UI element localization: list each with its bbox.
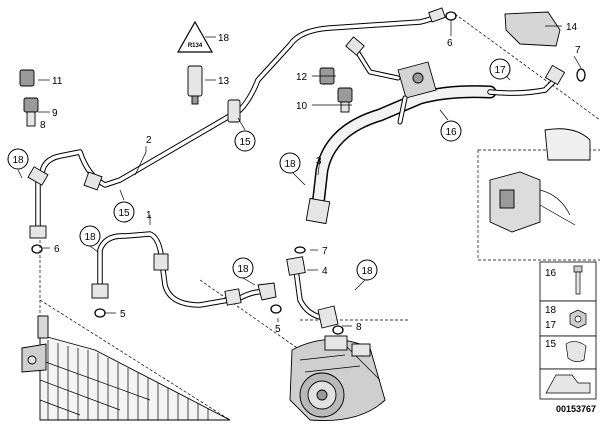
callout-12: 12 (296, 72, 308, 83)
legend-label-15: 15 (545, 339, 557, 350)
circled-callout-17: 17 (489, 58, 511, 80)
legend-label-18: 18 (545, 305, 557, 316)
callout-13: 13 (218, 76, 230, 87)
callout-3: 3 (316, 156, 322, 167)
clip-icon (565, 341, 587, 362)
callout-11: 11 (52, 76, 63, 87)
parts-legend: 16 18 17 15 00153767 (539, 261, 597, 414)
legend-label-16: 16 (545, 268, 557, 279)
circled-callouts: 15 15 16 17 18 18 18 18 (7, 58, 511, 281)
circled-callout-18d: 18 (279, 152, 301, 174)
svg-text:16: 16 (445, 127, 457, 138)
callout-5b: 5 (275, 324, 281, 335)
callout-4: 4 (322, 266, 328, 277)
svg-text:17: 17 (494, 65, 506, 76)
refrigerant-line-3 (305, 64, 566, 225)
callout-14: 14 (566, 22, 578, 33)
condenser (21, 315, 231, 421)
svg-text:18: 18 (284, 159, 296, 170)
callout-5a: 5 (120, 309, 126, 320)
circled-callout-18b: 18 (79, 225, 101, 247)
svg-text:18: 18 (12, 155, 24, 166)
svg-text:18: 18 (84, 232, 96, 243)
svg-text:15: 15 (239, 137, 251, 148)
callout-7b: 7 (322, 246, 328, 257)
svg-text:18: 18 (237, 264, 249, 275)
condenser-connector-block (489, 128, 591, 233)
callout-8b: 8 (356, 322, 362, 333)
nut-icon (569, 309, 587, 329)
refrigerant-line-2 (39, 7, 446, 191)
callout-6b: 6 (54, 244, 60, 255)
refrigerant-warning-triangle: R134 (176, 20, 214, 53)
svg-text:18: 18 (361, 266, 373, 277)
circled-callout-18e: 18 (356, 259, 378, 281)
refrigerant-line-1 (91, 231, 277, 308)
reference-lines (39, 13, 600, 421)
legend-label-17: 17 (545, 320, 557, 331)
callout-10: 10 (296, 101, 308, 112)
callout-1: 1 (146, 210, 152, 221)
circled-callout-18c: 18 (232, 257, 254, 279)
refrigerant-line-4 (286, 256, 339, 329)
service-parts (19, 11, 586, 335)
callout-9: 9 (52, 108, 58, 119)
ac-compressor (289, 335, 386, 421)
svg-text:15: 15 (118, 208, 130, 219)
circled-callout-15a: 15 (113, 201, 135, 223)
warning-triangle-label: R134 (188, 43, 203, 49)
callout-6a: 6 (447, 38, 453, 49)
expansion-valve-assembly (345, 36, 437, 125)
bolt-icon (573, 265, 583, 295)
callout-2: 2 (146, 135, 152, 146)
gasket-shape-icon (545, 374, 591, 394)
callout-18a: 18 (218, 33, 230, 44)
callout-7a: 7 (575, 45, 581, 56)
diagram-reference-number: 00153767 (556, 404, 596, 414)
circled-callout-16: 16 (440, 120, 462, 142)
refrigerant-line-2-left-leg (27, 166, 49, 239)
circled-callout-18a: 18 (7, 148, 29, 170)
callout-labels: 1 2 3 4 5 5 6 6 7 7 8 8 9 10 11 12 13 14… (40, 22, 581, 335)
circled-callout-15b: 15 (234, 130, 256, 152)
callout-8a: 8 (40, 120, 46, 131)
